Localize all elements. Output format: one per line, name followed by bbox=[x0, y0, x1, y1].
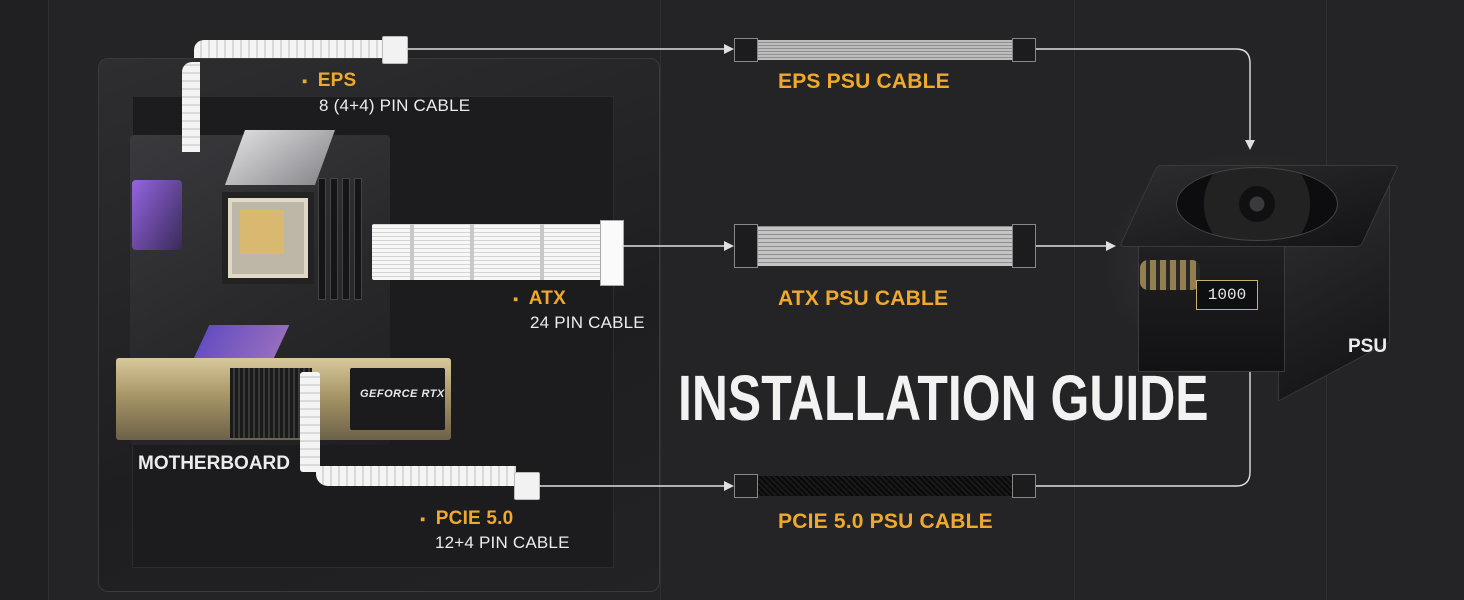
bullet-icon: ▪ bbox=[420, 511, 426, 528]
pcie-label-title: PCIE 5.0 bbox=[435, 508, 514, 529]
cable-comb bbox=[540, 224, 544, 280]
psu-ports bbox=[1140, 260, 1200, 290]
psu-display: 1000 bbox=[1196, 280, 1258, 310]
cable-wires bbox=[758, 40, 1012, 60]
ram-slot bbox=[318, 178, 326, 300]
arrowhead bbox=[724, 44, 734, 54]
atx-psu-cable-label: ATX PSU CABLE bbox=[778, 287, 949, 310]
psu-image: 1000 bbox=[1118, 165, 1400, 402]
pcie-connector bbox=[514, 472, 540, 500]
cable-end-connector bbox=[734, 224, 758, 268]
atx-label-title: ATX bbox=[528, 288, 566, 309]
cpu-chip bbox=[240, 210, 284, 254]
pcie-psu-cable-image bbox=[734, 474, 1036, 498]
pcie-cable bbox=[316, 466, 516, 486]
gpu-brand-label: GEFORCE RTX bbox=[360, 388, 445, 400]
gpu-heatsink-fins bbox=[230, 368, 312, 438]
pcie-psu-cable-label: PCIE 5.0 PSU CABLE bbox=[778, 510, 993, 533]
eps-psu-cable-label: EPS PSU CABLE bbox=[778, 70, 950, 93]
cable-wires bbox=[758, 476, 1012, 496]
eps-to-psu-line bbox=[1036, 48, 1251, 140]
divider bbox=[48, 0, 49, 600]
atx-connector bbox=[600, 220, 624, 286]
pcie-label: ▪ PCIE 5.0 bbox=[420, 508, 513, 530]
arrowhead bbox=[1245, 140, 1255, 150]
pcie-cable bbox=[300, 372, 320, 472]
eps-label: ▪ EPS bbox=[302, 70, 356, 92]
eps-connector bbox=[382, 36, 408, 64]
atx-psu-cable-image bbox=[734, 224, 1036, 268]
cable-comb bbox=[410, 224, 414, 280]
cable-wires bbox=[758, 226, 1012, 266]
eps-cable bbox=[182, 62, 200, 152]
cable-end-connector bbox=[1012, 224, 1036, 268]
ram-slot bbox=[354, 178, 362, 300]
bullet-icon: ▪ bbox=[513, 291, 519, 308]
cable-end-connector bbox=[1012, 474, 1036, 498]
pcie-label-subtitle: 12+4 PIN CABLE bbox=[435, 533, 570, 552]
eps-label-subtitle: 8 (4+4) PIN CABLE bbox=[319, 96, 471, 115]
cable-comb bbox=[470, 224, 474, 280]
ram-slot bbox=[342, 178, 350, 300]
divider bbox=[660, 0, 661, 600]
rgb-light bbox=[132, 180, 182, 250]
background-panel-left bbox=[0, 0, 48, 600]
psu-label: PSU bbox=[1348, 336, 1388, 357]
eps-cable bbox=[194, 40, 384, 58]
cable-end-connector bbox=[1012, 38, 1036, 62]
psu-fan bbox=[1176, 167, 1338, 241]
bullet-icon: ▪ bbox=[302, 73, 308, 90]
atx-label-subtitle: 24 PIN CABLE bbox=[530, 313, 645, 332]
divider bbox=[1074, 0, 1075, 600]
cable-end-connector bbox=[734, 38, 758, 62]
eps-label-title: EPS bbox=[317, 70, 357, 91]
eps-psu-cable-image bbox=[734, 38, 1036, 62]
gpu-shroud bbox=[350, 368, 445, 430]
cable-end-connector bbox=[734, 474, 758, 498]
arrowhead bbox=[724, 481, 734, 491]
page-title: INSTALLATION GUIDE bbox=[678, 362, 1209, 434]
atx-label: ▪ ATX bbox=[513, 288, 566, 310]
motherboard-label: MOTHERBOARD bbox=[138, 453, 290, 474]
arrowhead bbox=[724, 241, 734, 251]
ram-slot bbox=[330, 178, 338, 300]
